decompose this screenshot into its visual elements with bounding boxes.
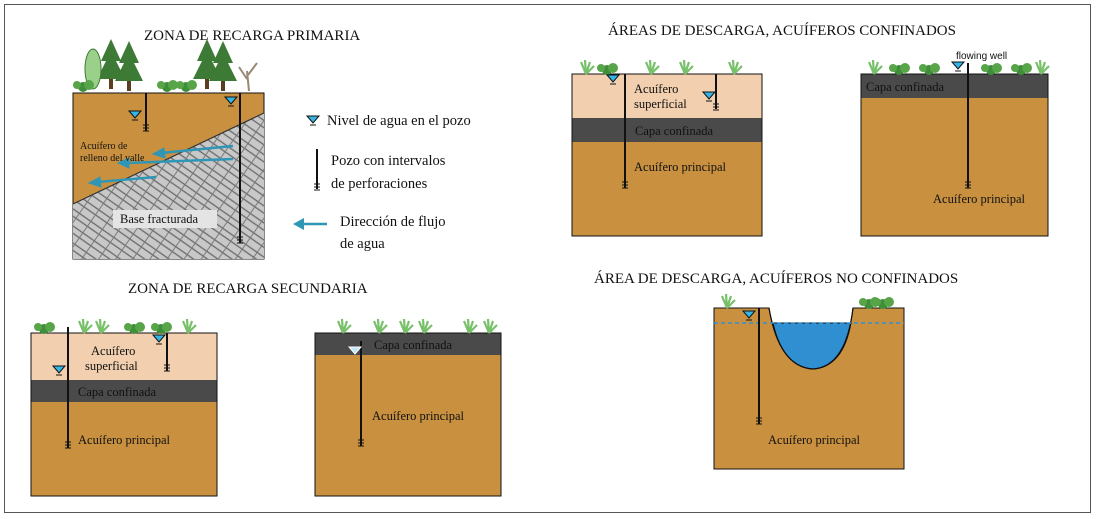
title-primary-recharge: ZONA DE RECARGA PRIMARIA — [144, 28, 360, 44]
groundwater-diagram: ZONA DE RECARGA PRIMARIA — [30, 22, 1051, 497]
legend-flow-line1: Dirección de flujo — [340, 214, 446, 230]
unconfined-discharge-panel: Acuífero principal — [713, 292, 905, 470]
label-main-aquifer: Acuífero principal — [634, 160, 727, 174]
label-superficial-1: Acuífero — [634, 82, 678, 96]
label-confining-layer: Capa confinada — [78, 385, 157, 399]
label-main-aquifer: Acuífero principal — [372, 409, 465, 423]
label-valley-fill-2: relleno del valle — [80, 153, 145, 164]
secondary-recharge-left-panel: Acuífero superficial Capa confinada Acuí… — [30, 317, 218, 497]
diagram-frame: ZONA DE RECARGA PRIMARIA — [4, 4, 1091, 513]
label-superficial-1: Acuífero — [91, 344, 135, 358]
confined-discharge-right-panel: flowing well Capa confinada Acuífero pri… — [860, 51, 1051, 237]
flow-arrow-icon — [293, 218, 327, 230]
label-main-aquifer: Acuífero principal — [933, 192, 1026, 206]
legend-well-line1: Pozo con intervalos — [331, 153, 446, 169]
legend: Nivel de agua en el pozo Pozo con interv… — [293, 113, 471, 252]
label-confining-layer: Capa confinada — [866, 80, 945, 94]
legend-water-level: Nivel de agua en el pozo — [327, 113, 471, 129]
legend-well-line2: de perforaciones — [331, 176, 428, 192]
primary-recharge-panel: Acuífero de relleno del valle Base fract… — [72, 39, 265, 260]
title-secondary-recharge: ZONA DE RECARGA SECUNDARIA — [128, 281, 368, 297]
label-fractured-base: Base fracturada — [120, 212, 199, 226]
label-superficial-2: superficial — [634, 97, 687, 111]
title-confined-discharge: ÁREAS DE DESCARGA, ACUÍFEROS CONFINADOS — [608, 22, 956, 39]
title-unconfined-discharge: ÁREA DE DESCARGA, ACUÍFEROS NO CONFINADO… — [594, 270, 958, 287]
flow-arrows — [87, 144, 234, 188]
label-confining-layer: Capa confinada — [374, 338, 453, 352]
label-valley-fill-1: Acuífero de — [80, 141, 128, 152]
label-main-aquifer: Acuífero principal — [768, 433, 861, 447]
water-level-icon — [306, 115, 320, 126]
secondary-recharge-right-panel: Capa confinada Acuífero principal — [314, 317, 502, 497]
legend-flow-line2: de agua — [340, 236, 385, 252]
label-main-aquifer: Acuífero principal — [78, 433, 171, 447]
confined-discharge-left-panel: Acuífero superficial Capa confinada Acuí… — [571, 58, 763, 237]
label-superficial-2: superficial — [85, 359, 138, 373]
label-flowing-well: flowing well — [956, 51, 1007, 62]
label-confining-layer: Capa confinada — [635, 124, 714, 138]
trees-icon — [73, 39, 258, 92]
